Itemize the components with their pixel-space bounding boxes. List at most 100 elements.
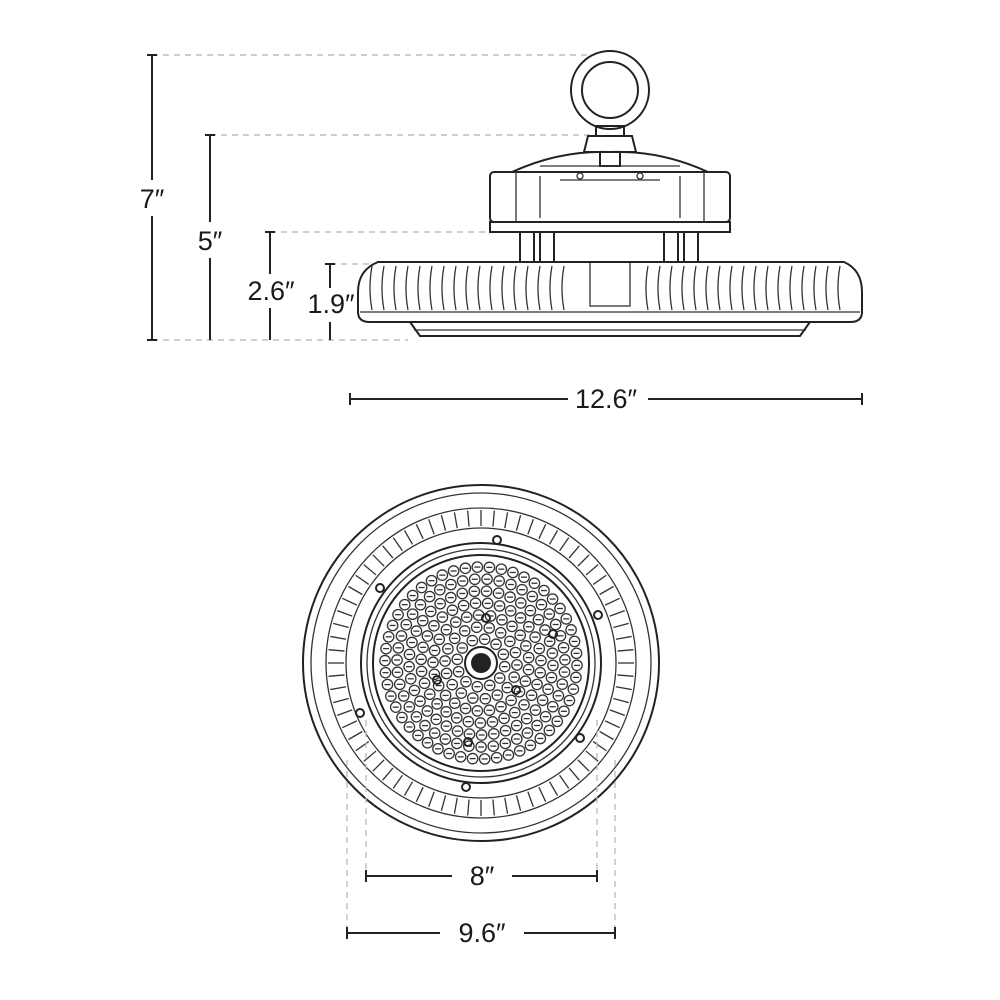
screw-icon: [593, 610, 603, 620]
led-lens: [440, 623, 453, 636]
led-lens: [534, 666, 547, 679]
led-lens: [492, 587, 505, 600]
fin-slot: [609, 709, 625, 716]
led-lens: [524, 739, 537, 752]
led-lens: [423, 590, 436, 603]
led-lens: [519, 675, 532, 688]
fin-slot: [363, 750, 377, 762]
fin: [837, 265, 841, 311]
led-lens: [475, 729, 488, 741]
fin-slot: [392, 774, 403, 789]
fin-slot: [515, 515, 522, 531]
led-lens: [499, 737, 512, 750]
fin-slot: [585, 750, 599, 762]
led-lens: [546, 647, 559, 660]
led-lens: [395, 630, 408, 642]
led-lens: [421, 736, 434, 749]
led-lens: [570, 671, 582, 684]
screw-icon: [355, 708, 365, 718]
led-lens: [440, 720, 453, 733]
led-lens: [430, 713, 443, 726]
led-lens: [510, 719, 523, 732]
led-lens: [557, 641, 570, 654]
led-lens: [418, 677, 431, 690]
fin: [513, 265, 517, 311]
led-lens: [460, 611, 473, 624]
led-lens: [425, 574, 438, 587]
fin: [429, 265, 433, 311]
led-lens: [507, 566, 519, 579]
led-lens: [415, 665, 428, 678]
led-lens: [428, 619, 440, 632]
fin-slot: [382, 767, 394, 781]
led-lens: [571, 659, 583, 672]
mounting-screws: [355, 535, 603, 792]
screw-icon: [463, 737, 473, 747]
driver-housing: [489, 150, 731, 233]
fin-slot: [328, 649, 345, 652]
fin: [453, 265, 457, 311]
fin: [801, 265, 805, 311]
led-lens: [494, 627, 507, 639]
led-lens: [508, 671, 520, 683]
led-lens: [406, 636, 418, 649]
side-view: 7″ 5″ 2.6″ 1.9″: [134, 50, 863, 414]
fin: [405, 265, 409, 311]
led-lens: [514, 597, 527, 609]
fin: [729, 265, 733, 311]
led-lens: [536, 694, 549, 707]
fin-slot: [615, 635, 632, 640]
led-lens: [403, 648, 416, 661]
fin-slot: [428, 519, 435, 535]
led-lens: [511, 659, 523, 671]
led-lens: [524, 604, 537, 617]
fin-slot: [515, 795, 522, 811]
fin-slot: [392, 537, 403, 552]
fin-slot: [617, 674, 634, 677]
led-lens: [522, 663, 535, 676]
led-lens: [432, 742, 444, 755]
fin-slot: [467, 799, 470, 816]
led-lens: [518, 571, 530, 584]
fin-slot: [428, 791, 435, 807]
led-lens: [379, 654, 391, 667]
led-lens: [505, 694, 517, 707]
led-lens: [391, 654, 403, 666]
led-lens: [459, 702, 472, 715]
label-diameter-inner: 9.6″: [458, 918, 506, 948]
bottom-view: 8″ 9.6″: [302, 484, 660, 948]
led-lens: [396, 711, 408, 724]
led-lens: [439, 689, 452, 702]
led-lens: [551, 715, 564, 728]
fin: [681, 265, 685, 311]
led-lens: [449, 616, 462, 629]
fin: [561, 265, 565, 311]
led-lens: [545, 671, 558, 684]
fin-slot: [568, 767, 580, 781]
led-lens: [416, 614, 429, 627]
led-lens: [428, 727, 441, 739]
led-lens: [454, 750, 467, 763]
screw-icon: [548, 629, 558, 639]
led-lens: [531, 719, 543, 732]
led-lens: [434, 597, 447, 610]
led-lens: [440, 667, 453, 680]
fin-slot: [548, 530, 559, 545]
led-lens: [483, 704, 496, 717]
led-lens: [459, 562, 472, 575]
led-lens: [483, 679, 496, 692]
fin-slot: [372, 759, 385, 772]
led-lens: [484, 610, 497, 622]
label-height-total: 7″: [140, 184, 165, 214]
label-diameter-lens: 8″: [470, 861, 495, 891]
fin-slot: [592, 574, 607, 585]
led-lens: [433, 633, 446, 646]
fin-slot: [617, 649, 634, 652]
fin-slot: [415, 524, 424, 540]
fin: [741, 265, 745, 311]
led-lens: [468, 573, 481, 586]
led-lens: [471, 705, 484, 717]
fin-slot: [492, 799, 495, 816]
led-lens: [408, 684, 421, 697]
fin-slot: [527, 519, 534, 535]
